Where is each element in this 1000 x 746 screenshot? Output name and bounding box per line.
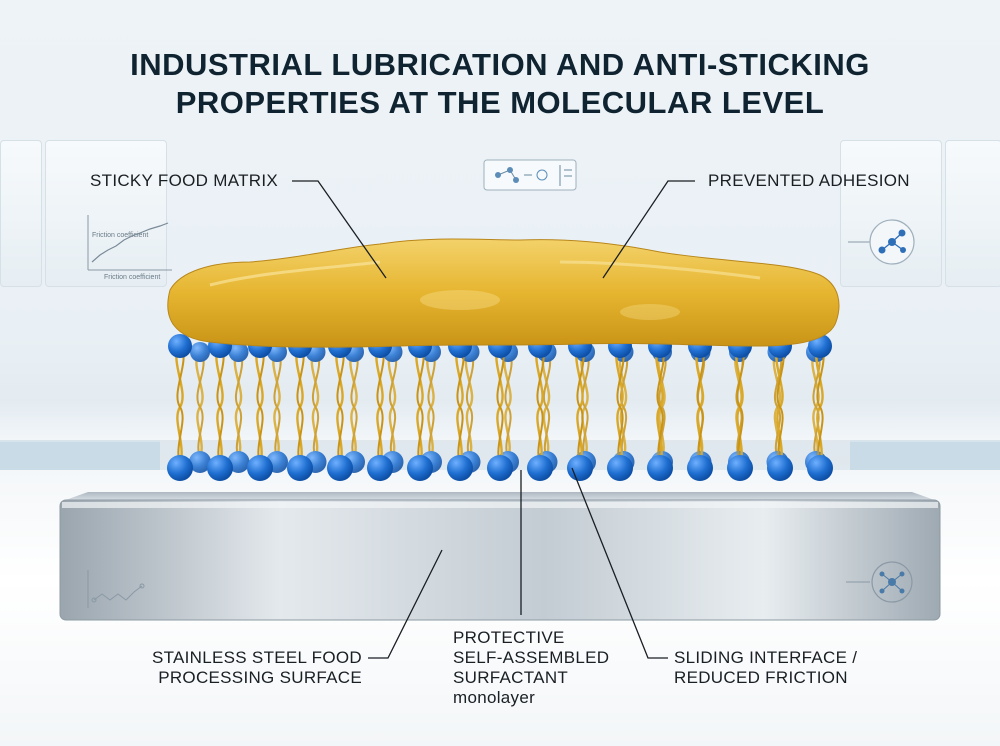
label-sticky-food-matrix: STICKY FOOD MATRIX	[90, 171, 279, 190]
background-friction-chart	[87, 215, 172, 271]
label-sliding-interface: SLIDING INTERFACE / REDUCED FRICTION	[674, 648, 857, 688]
upper-cabinet	[945, 140, 1000, 287]
surfactant-molecule	[567, 334, 593, 481]
upper-cabinet	[45, 140, 167, 287]
surfactant-molecule	[207, 334, 233, 481]
surfactant-molecule	[407, 334, 433, 481]
surfactant-monolayer	[167, 334, 833, 481]
surfactant-molecule	[343, 342, 365, 473]
chemical-structure-icon	[87, 570, 145, 608]
title-line-1: INDUSTRIAL LUBRICATION AND ANTI-STICKING	[130, 47, 870, 82]
surfactant-molecule	[189, 342, 211, 473]
upper-cabinet	[0, 140, 42, 287]
label-sliding-line-2: REDUCED FRICTION	[674, 668, 848, 687]
title-line-2: PROPERTIES AT THE MOLECULAR LEVEL	[175, 85, 825, 120]
stainless-steel-surface	[59, 492, 941, 621]
label-monolayer-line-3: SURFACTANT	[453, 668, 569, 687]
surfactant-molecule	[227, 342, 250, 473]
chart-label-top: Friction coefficient	[92, 232, 149, 239]
label-monolayer-line-4: monolayer	[453, 688, 536, 707]
sticky-food-matrix	[167, 238, 840, 348]
surfactant-molecule	[607, 334, 633, 481]
label-monolayer: PROTECTIVE SELF-ASSEMBLED SURFACTANT mon…	[453, 628, 609, 708]
label-monolayer-line-2: SELF-ASSEMBLED	[453, 648, 610, 667]
label-prevented-adhesion: PREVENTED ADHESION	[708, 171, 910, 190]
label-monolayer-line-1: PROTECTIVE	[453, 628, 565, 647]
surfactant-molecule	[304, 342, 327, 473]
molecule-hub-icon	[848, 219, 915, 265]
label-sliding-line-1: SLIDING INTERFACE /	[674, 648, 858, 667]
molecule-network-icon	[483, 159, 577, 191]
chart-label-bottom: Friction coefficient	[104, 274, 161, 281]
label-steel-line-1: STAINLESS STEEL FOOD	[151, 648, 362, 667]
surfactant-molecule	[167, 334, 193, 481]
label-stainless-steel: STAINLESS STEEL FOOD PROCESSING SURFACE	[120, 648, 362, 688]
leader-lines	[292, 180, 695, 659]
surfactant-molecule	[266, 342, 288, 473]
label-steel-line-2: PROCESSING SURFACE	[158, 668, 362, 687]
molecule-icon	[846, 561, 913, 603]
surfactant-molecule	[381, 342, 404, 473]
page-title: INDUSTRIAL LUBRICATION AND ANTI-STICKING…	[0, 46, 1000, 122]
